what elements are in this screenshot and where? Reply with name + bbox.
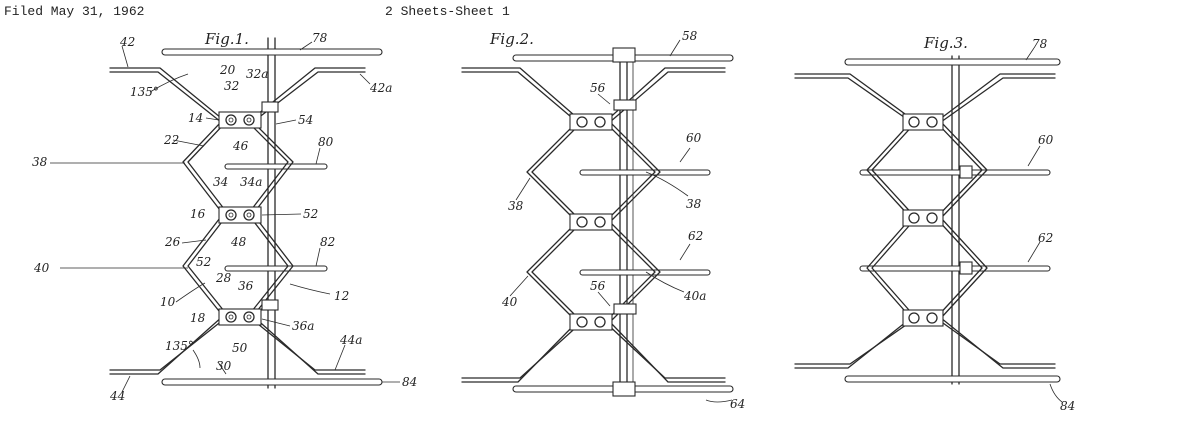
fig1-label-36a: 36a: [292, 319, 314, 333]
fig1-label-135-top: 135°: [130, 85, 159, 99]
fig2-terminals: [569, 47, 637, 397]
fig1-label-44a: 44a: [339, 333, 362, 347]
fig1-label-34: 34: [213, 175, 228, 189]
fig2-label-64: 64: [730, 397, 745, 411]
fig1-label-26: 26: [164, 235, 181, 249]
fig1-label-44: 44: [109, 389, 125, 403]
fig1-label-52-left: 52: [196, 255, 211, 269]
fig3-rod-62: [859, 265, 1051, 272]
fig1-rod-78: [161, 48, 383, 56]
fig1-label-28: 28: [215, 271, 232, 285]
fig1-label-84: 84: [402, 375, 417, 389]
fig2-label-40: 40: [501, 295, 518, 309]
fig3-label-78: 78: [1032, 37, 1048, 51]
fig1-label-16: 16: [190, 207, 206, 221]
fig1-label-46: 46: [232, 139, 249, 153]
fig1-terminal-18: [218, 299, 279, 326]
fig1-leaders: [50, 41, 400, 393]
fig3-label-62: 62: [1038, 231, 1053, 245]
fig1-rod-80: [224, 163, 328, 170]
filed-date: Filed May 31, 1962: [4, 4, 145, 19]
fig1-label-22: 22: [163, 133, 179, 147]
fig1-label-32a: 32a: [246, 67, 268, 81]
fig1-label-10: 10: [160, 295, 176, 309]
fig1-label-135-bottom: 135°: [165, 339, 194, 353]
fig1-label-50: 50: [232, 341, 248, 355]
fig3-leaders: [1025, 47, 1063, 403]
figure-2-title: Fig.2.: [489, 30, 534, 48]
fig3-rod-84: [844, 375, 1061, 383]
fig3-dipole-left: [794, 73, 917, 369]
fig3-rod-60: [859, 169, 1051, 176]
figure-1: Fig.1.: [32, 30, 417, 403]
fig1-label-80: 80: [318, 135, 334, 149]
fig1-rod-82: [224, 265, 328, 272]
fig2-label-56-top: 56: [590, 81, 606, 95]
fig1-label-42a: 42a: [369, 81, 392, 95]
figure-2: Fig.2.: [461, 29, 745, 411]
fig1-label-18: 18: [190, 311, 206, 325]
fig1-label-12: 12: [334, 289, 349, 303]
fig3-terminals: [902, 113, 973, 327]
fig1-label-20: 20: [219, 63, 236, 77]
fig1-label-30: 30: [216, 359, 232, 373]
fig1-label-40: 40: [33, 261, 50, 275]
fig1-label-52-right: 52: [303, 207, 318, 221]
fig1-label-54: 54: [298, 113, 313, 127]
fig1-label-34a: 34a: [240, 175, 262, 189]
fig3-rods: [844, 58, 1061, 383]
fig1-label-14: 14: [188, 111, 203, 125]
fig2-rod-60: [579, 169, 711, 176]
fig1-terminal-14: [218, 101, 279, 129]
fig3-label-60: 60: [1038, 133, 1054, 147]
fig1-label-82: 82: [320, 235, 335, 249]
fig1-label-38: 38: [32, 155, 48, 169]
fig2-dipole-right: [604, 67, 726, 383]
fig2-label-58: 58: [682, 29, 698, 43]
fig2-leaders: [509, 39, 733, 403]
fig2-rod-62: [579, 269, 711, 276]
fig2-dipole-left: [461, 67, 583, 383]
fig2-label-56-bottom: 56: [590, 279, 606, 293]
fig2-label-38-left: 38: [508, 199, 524, 213]
fig2-label-62: 62: [688, 229, 703, 243]
fig1-terminal-16: [218, 206, 262, 224]
fig2-label-40a: 40a: [683, 289, 706, 303]
fig2-label-60: 60: [686, 131, 702, 145]
sheet-number: 2 Sheets-Sheet 1: [385, 4, 510, 19]
fig1-label-36: 36: [238, 279, 254, 293]
figure-3-title: Fig.3.: [923, 34, 968, 52]
fig3-rod-78: [844, 58, 1061, 66]
fig1-label-78: 78: [312, 31, 328, 45]
fig1-dipole-left: [109, 67, 229, 375]
fig1-label-42: 42: [119, 35, 135, 49]
fig2-label-38-right: 38: [686, 197, 702, 211]
fig1-label-48: 48: [230, 235, 247, 249]
figure-3: Fig.3.: [794, 34, 1075, 413]
fig1-rod-84: [161, 378, 383, 386]
figure-1-title: Fig.1.: [204, 30, 249, 48]
fig3-label-84: 84: [1060, 399, 1075, 413]
fig3-dipole-right: [935, 73, 1056, 369]
fig1-label-32: 32: [224, 79, 239, 93]
